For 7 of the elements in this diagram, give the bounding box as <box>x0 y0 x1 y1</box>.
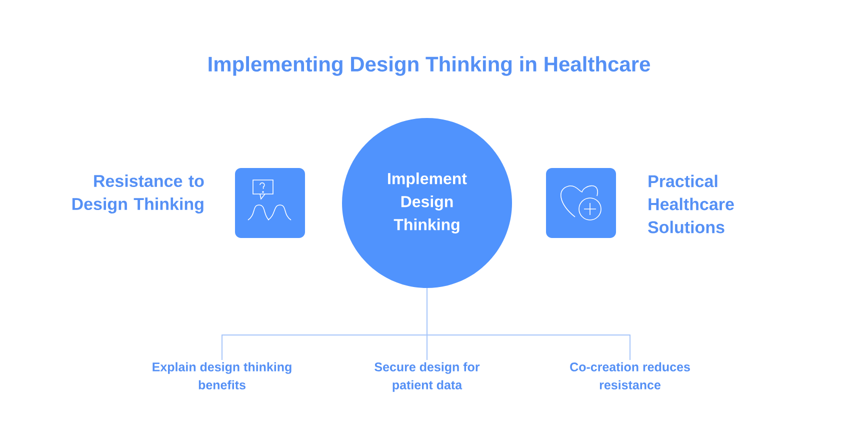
side-label: Resistance to Design Thinking <box>72 174 204 214</box>
branch-label: Secure design for patient data <box>374 362 480 392</box>
branch-label: Explain design thinking benefits <box>152 362 292 390</box>
title: Implementing Design Thinking in Healthcare <box>208 56 650 76</box>
branch-label: Co-creation reduces resistance <box>570 362 690 390</box>
connector <box>426 288 631 360</box>
side-label: Practical Healthcare Solutions <box>648 174 734 234</box>
